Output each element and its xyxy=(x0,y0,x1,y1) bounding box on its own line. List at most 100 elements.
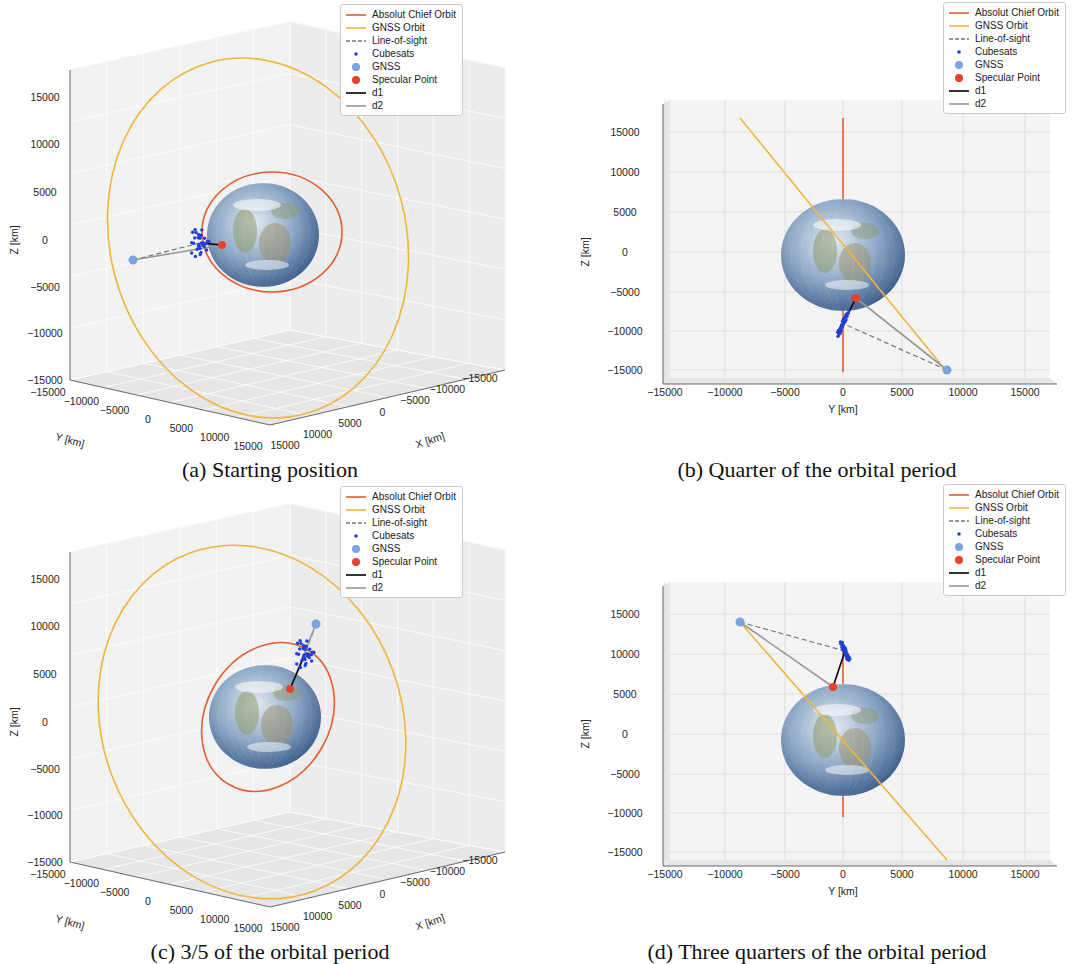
cloud xyxy=(813,219,861,231)
legend-sample xyxy=(345,518,367,528)
grid-line xyxy=(670,132,1050,133)
tick-label: 5000 xyxy=(613,689,636,700)
cubesat-cluster xyxy=(295,639,316,669)
tick-label: 5000 xyxy=(338,899,361,910)
earth-meridian xyxy=(833,199,854,311)
tick-label: −5000 xyxy=(400,395,430,406)
legend-sample xyxy=(948,516,970,526)
grid-line xyxy=(253,338,466,379)
legend-box: Absolut Chief OrbitGNSS OrbitLine-of-sig… xyxy=(340,4,463,116)
earth-meridian xyxy=(256,665,275,769)
cubesat xyxy=(847,309,850,312)
earth-meridian xyxy=(228,665,303,769)
grid-line xyxy=(217,829,427,871)
legend-label: GNSS xyxy=(372,61,400,72)
legend-row: Absolut Chief Orbit xyxy=(345,490,456,503)
tick-label: −5000 xyxy=(100,887,130,898)
right-pane xyxy=(290,22,505,370)
tick-label: −10000 xyxy=(430,866,465,877)
continent xyxy=(259,223,291,263)
legend-label: Line-of-sight xyxy=(372,517,427,528)
cubesat xyxy=(848,657,851,660)
legend-sample xyxy=(345,49,367,59)
grid-line xyxy=(1025,100,1026,378)
tick-label: −10000 xyxy=(607,808,642,819)
tick-label: 5000 xyxy=(890,869,913,880)
cubesat xyxy=(308,648,311,651)
cubesat xyxy=(302,656,305,659)
cubesat xyxy=(299,642,302,645)
legend-sample xyxy=(948,568,970,578)
earth-meridian xyxy=(237,665,293,769)
grid-line xyxy=(725,582,726,860)
tick-label: 10000 xyxy=(303,429,332,440)
grid-line xyxy=(670,172,1050,173)
cubesat-cluster xyxy=(839,640,852,662)
axis-label: Z [km] xyxy=(580,237,591,266)
cubesat xyxy=(193,236,196,239)
grid-line xyxy=(290,176,505,219)
grid-line xyxy=(665,100,666,378)
legend-label: Absolut Chief Orbit xyxy=(372,491,456,502)
cubesat xyxy=(305,639,308,642)
legend-sample xyxy=(948,34,970,44)
grid-line xyxy=(670,654,1050,655)
cubesat xyxy=(299,666,302,669)
cubesat xyxy=(296,642,299,645)
legend-label: Line-of-sight xyxy=(975,33,1030,44)
legend-label: GNSS xyxy=(372,543,400,554)
legend-sample xyxy=(345,88,367,98)
legend-line xyxy=(949,572,969,574)
tick-label: 0 xyxy=(42,717,48,728)
tick-label: 15000 xyxy=(30,574,59,585)
grid-line xyxy=(1025,582,1026,860)
subfigure-caption: (a) Starting position xyxy=(182,459,358,481)
grid-line xyxy=(290,22,291,330)
axis-line xyxy=(663,104,1057,384)
grid-line xyxy=(237,845,469,899)
cubesat xyxy=(303,648,306,651)
legend-label: Specular Point xyxy=(372,74,437,85)
subfigure-caption: (b) Quarter of the orbital period xyxy=(677,459,956,481)
legend-sample xyxy=(948,503,970,513)
legend-row: Cubesats xyxy=(345,47,456,60)
legend-sample xyxy=(948,542,970,552)
legend-sample xyxy=(948,581,970,591)
legend-label: GNSS Orbit xyxy=(975,502,1028,513)
tick-label: −15000 xyxy=(462,373,497,384)
continent xyxy=(261,705,293,745)
d2-line xyxy=(133,245,222,260)
d2-line xyxy=(740,622,833,687)
line-of-sight xyxy=(843,324,947,371)
grid-line xyxy=(217,347,427,389)
legend-marker xyxy=(352,545,360,553)
cubesat-cluster xyxy=(836,309,851,338)
grid-line xyxy=(963,582,964,860)
legend-marker xyxy=(352,76,360,84)
grid-line xyxy=(290,658,505,701)
legend-line xyxy=(949,103,969,105)
grid-line xyxy=(670,370,1050,371)
legend-marker xyxy=(955,556,963,564)
legend-label: d2 xyxy=(372,100,383,111)
tick-label: 0 xyxy=(622,729,628,740)
legend-line xyxy=(346,496,366,498)
cloud xyxy=(245,260,289,270)
tick-label: 15000 xyxy=(610,127,639,138)
legend-row: GNSS xyxy=(948,58,1059,71)
legend-row: GNSS Orbit xyxy=(948,19,1059,32)
legend-row: Absolut Chief Orbit xyxy=(948,6,1059,19)
legend-sample xyxy=(948,60,970,70)
cubesat xyxy=(310,653,313,656)
legend-label: Specular Point xyxy=(975,554,1040,565)
legend-label: d2 xyxy=(372,582,383,593)
legend-label: GNSS xyxy=(975,59,1003,70)
tick-label: 10000 xyxy=(303,911,332,922)
legend-label: Line-of-sight xyxy=(372,35,427,46)
legend-row: GNSS Orbit xyxy=(948,501,1059,514)
grid-line xyxy=(963,100,964,378)
cubesat xyxy=(205,248,208,251)
legend-label: Specular Point xyxy=(372,556,437,567)
legend-sample xyxy=(345,583,367,593)
